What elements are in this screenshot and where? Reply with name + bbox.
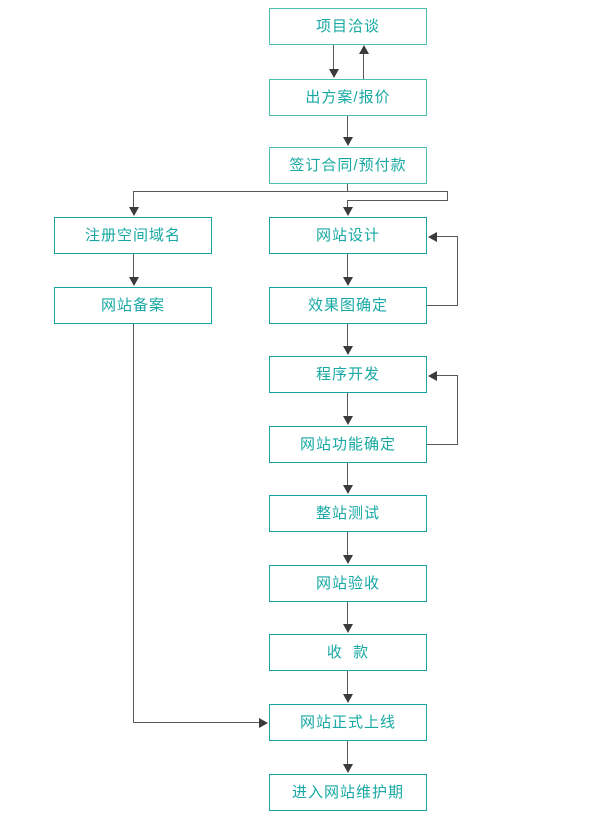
- edge-mockup-to-development-line: [347, 324, 348, 347]
- edge-payment-to-golive-arrow: [343, 694, 353, 703]
- edge-function-to-testing-arrow: [343, 485, 353, 494]
- edge-filing-to-golive-descender: [133, 324, 134, 722]
- edge-proposal-to-contract-arrow: [343, 137, 353, 146]
- edge-proposal-to-negotiation-arrow: [359, 45, 369, 54]
- flow-node-sign-contract-prepay[interactable]: 签订合同/预付款: [269, 147, 427, 184]
- flow-node-enter-maintenance-period[interactable]: 进入网站维护期: [269, 774, 427, 811]
- flow-node-website-design[interactable]: 网站设计: [269, 217, 427, 254]
- edge-contract-to-domain-line: [133, 191, 134, 208]
- edge-golive-to-maintenance-arrow: [343, 764, 353, 773]
- edge-contract-to-design-line: [347, 200, 348, 208]
- edge-development-to-function-line: [347, 393, 348, 417]
- edge-mockup-to-design-riser: [457, 236, 458, 306]
- flow-node-full-site-testing[interactable]: 整站测试: [269, 495, 427, 532]
- edge-contract-branch-bus: [133, 191, 448, 192]
- edge-mockup-to-development-arrow: [343, 346, 353, 355]
- edge-design-to-mockup-line: [347, 254, 348, 278]
- edge-mockup-to-design-entry: [437, 236, 458, 237]
- edge-contract-to-design-arrow: [343, 207, 353, 216]
- edge-negotiation-to-proposal-line: [333, 45, 334, 70]
- edge-function-to-development-arrow: [428, 371, 437, 381]
- flow-node-mockup-confirmation[interactable]: 效果图确定: [269, 287, 427, 324]
- flow-node-register-domain-hosting[interactable]: 注册空间域名: [54, 217, 212, 254]
- edge-function-to-development-riser: [457, 375, 458, 445]
- edge-mockup-to-design-arrow: [428, 232, 437, 242]
- edge-filing-to-golive-arrow: [259, 718, 268, 728]
- flow-node-website-icp-filing[interactable]: 网站备案: [54, 287, 212, 324]
- edge-domain-to-filing-line: [133, 254, 134, 278]
- edge-mockup-to-design-exit: [427, 305, 458, 306]
- edge-function-to-development-entry: [437, 375, 458, 376]
- edge-contract-to-design-run: [347, 200, 448, 201]
- flow-node-website-go-live[interactable]: 网站正式上线: [269, 704, 427, 741]
- flow-node-program-development[interactable]: 程序开发: [269, 356, 427, 393]
- edge-negotiation-to-proposal-arrow: [329, 69, 339, 78]
- edge-acceptance-to-payment-arrow: [343, 624, 353, 633]
- edge-function-to-testing-line: [347, 463, 348, 486]
- edge-design-to-mockup-arrow: [343, 277, 353, 286]
- edge-testing-to-acceptance-arrow: [343, 555, 353, 564]
- edge-contract-to-design-riser: [447, 191, 448, 201]
- edge-proposal-to-contract-line: [347, 116, 348, 138]
- edge-contract-branch-stem: [347, 184, 348, 192]
- edge-filing-to-golive-run: [133, 722, 260, 723]
- flow-node-proposal-quote[interactable]: 出方案/报价: [269, 79, 427, 116]
- edge-contract-to-domain-arrow: [129, 207, 139, 216]
- flow-node-website-acceptance[interactable]: 网站验收: [269, 565, 427, 602]
- edge-development-to-function-arrow: [343, 416, 353, 425]
- edge-proposal-to-negotiation-line: [363, 54, 364, 79]
- edge-domain-to-filing-arrow: [129, 277, 139, 286]
- edge-function-to-development-exit: [427, 444, 458, 445]
- edge-testing-to-acceptance-line: [347, 532, 348, 556]
- edge-payment-to-golive-line: [347, 671, 348, 695]
- flow-node-payment-collection[interactable]: 收 款: [269, 634, 427, 671]
- flow-node-function-confirmation[interactable]: 网站功能确定: [269, 426, 427, 463]
- edge-acceptance-to-payment-line: [347, 602, 348, 625]
- edge-golive-to-maintenance-line: [347, 741, 348, 765]
- flow-node-project-negotiation[interactable]: 项目洽谈: [269, 8, 427, 45]
